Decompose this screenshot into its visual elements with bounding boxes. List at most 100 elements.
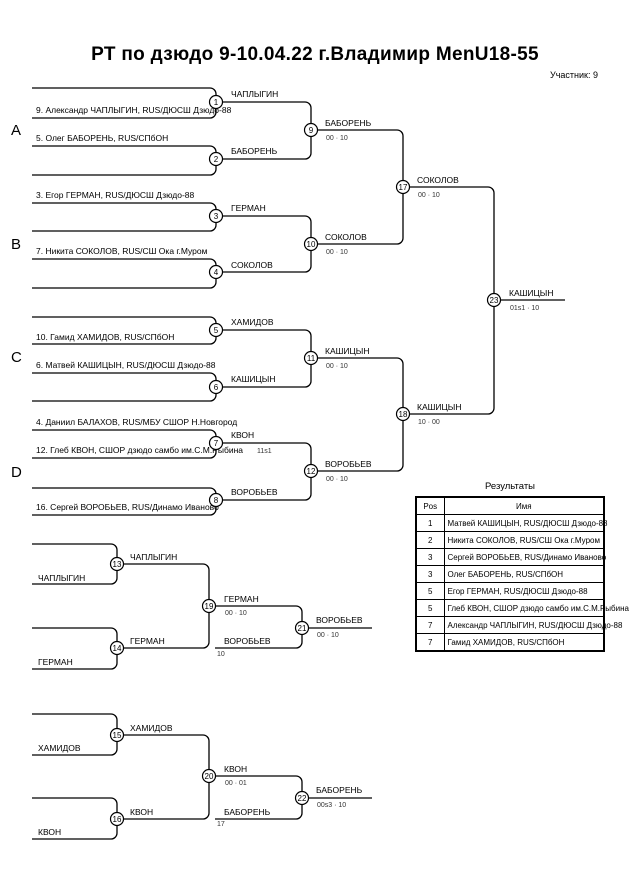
match-winner: КАШИЦЫН	[325, 346, 369, 356]
match-winner: ВОРОБЬЕВ	[231, 487, 278, 497]
match-number: 14	[113, 644, 122, 653]
entry-name: 16. Сергей ВОРОБЬЕВ, RUS/Динамо Иваново	[36, 502, 219, 512]
pool-label: B	[11, 236, 21, 253]
match-number-circle	[395, 179, 411, 195]
match-number: 16	[113, 815, 122, 824]
entry-name: 10. Гамид ХАМИДОВ, RUS/СПбОН	[36, 332, 174, 342]
match-number-circle	[208, 208, 224, 224]
match-winner: СОКОЛОВ	[231, 260, 273, 270]
result-name: Егор ГЕРМАН, RUS/ДЮСШ Дзюдо-88	[443, 582, 605, 600]
result-name: Глеб КВОН, СШОР дзюдо самбо им.С.М.Рыбин…	[443, 599, 629, 617]
match-number-circle	[208, 94, 224, 110]
result-pos: 7	[415, 616, 445, 634]
match-number: 12	[307, 467, 316, 476]
entry-name: 5. Олег БАБОРЕНЬ, RUS/СПбОН	[36, 133, 168, 143]
match-number-circle	[109, 811, 125, 827]
match-number-circle	[294, 790, 310, 806]
pool-label: A	[11, 122, 21, 139]
column-header-name: Имя	[443, 496, 605, 515]
result-pos: 5	[415, 599, 445, 617]
match-number-circle	[303, 122, 319, 138]
match-winner: ВОРОБЬЕВ	[224, 636, 271, 646]
column-header-pos: Pos	[415, 496, 445, 515]
match-score: 00 · 10	[225, 610, 247, 617]
match-score: 11s1	[257, 448, 272, 455]
match-score: 00 · 10	[326, 476, 348, 483]
result-name: Сергей ВОРОБЬЕВ, RUS/Динамо Иваново	[443, 548, 606, 566]
match-number-circle	[208, 435, 224, 451]
result-name: Олег БАБОРЕНЬ, RUS/СПбОН	[443, 565, 605, 583]
match-winner: ЧАПЛЫГИН	[130, 552, 177, 562]
pool-label: D	[11, 464, 22, 481]
match-score: 00s3 · 10	[317, 802, 346, 809]
entry-name: 6. Матвей КАШИЦЫН, RUS/ДЮСШ Дзюдо-88	[36, 360, 216, 370]
match-number: 23	[490, 296, 499, 305]
match-number-circle	[201, 768, 217, 784]
entry-name: 12. Глеб КВОН, СШОР дзюдо самбо им.С.М.Р…	[36, 445, 243, 455]
match-number-circle	[294, 620, 310, 636]
result-pos: 7	[415, 633, 445, 652]
champion-name: КАШИЦЫН	[509, 288, 553, 298]
result-name: Никита СОКОЛОВ, RUS/СШ Ока г.Муром	[443, 531, 605, 549]
match-winner: ХАМИДОВ	[130, 723, 173, 733]
match-number: 10	[307, 240, 316, 249]
match-number-circle	[303, 463, 319, 479]
match-number-circle	[208, 151, 224, 167]
match-number: 5	[214, 326, 219, 335]
match-number-circle	[208, 492, 224, 508]
match-winner: ГЕРМАН	[130, 636, 165, 646]
match-number: 11	[307, 354, 316, 363]
match-winner: КВОН	[130, 807, 153, 817]
match-number: 15	[113, 731, 122, 740]
results-title: Результаты	[484, 481, 536, 492]
result-pos: 3	[415, 565, 445, 583]
entry-name: 9. Александр ЧАПЛЫГИН, RUS/ДЮСШ Дзюдо-88	[36, 105, 232, 115]
match-number-circle	[303, 350, 319, 366]
result-pos: 1	[415, 514, 445, 532]
pool-label: C	[11, 349, 22, 366]
match-number: 21	[298, 624, 307, 633]
match-number: 6	[214, 383, 219, 392]
match-number-circle	[109, 640, 125, 656]
match-number-circle	[109, 556, 125, 572]
match-number: 19	[205, 602, 214, 611]
match-score: 00 · 10	[326, 135, 348, 142]
match-number: 4	[214, 268, 219, 277]
match-number: 20	[205, 772, 214, 781]
bronze-winner: ВОРОБЬЕВ	[316, 615, 363, 625]
match-score: 17	[217, 821, 225, 828]
bronze-winner: БАБОРЕНЬ	[316, 785, 363, 795]
match-score: 00 · 01	[225, 780, 247, 787]
match-number: 7	[214, 439, 219, 448]
match-score: 00 · 10	[418, 192, 440, 199]
match-number: 9	[309, 126, 314, 135]
match-winner: СОКОЛОВ	[417, 175, 459, 185]
match-winner: ВОРОБЬЕВ	[325, 459, 372, 469]
match-number-circle	[395, 406, 411, 422]
match-winner: БАБОРЕНЬ	[231, 146, 278, 156]
match-number: 3	[214, 212, 219, 221]
match-number-circle	[208, 322, 224, 338]
match-winner: ГЕРМАН	[224, 594, 259, 604]
repechage-entry: ХАМИДОВ	[38, 743, 81, 753]
result-pos: 3	[415, 548, 445, 566]
entry-name: 4. Даниил БАЛАХОВ, RUS/МБУ СШОР Н.Новгор…	[36, 417, 237, 427]
match-number: 22	[298, 794, 307, 803]
match-score: 10 · 00	[418, 419, 440, 426]
result-name: Матвей КАШИЦЫН, RUS/ДЮСШ Дзюдо-88	[443, 514, 608, 532]
match-number-circle	[208, 264, 224, 280]
match-winner: СОКОЛОВ	[325, 232, 367, 242]
match-number-circle	[486, 292, 502, 308]
match-number-circle	[109, 727, 125, 743]
match-score: 01s1 · 10	[510, 305, 539, 312]
